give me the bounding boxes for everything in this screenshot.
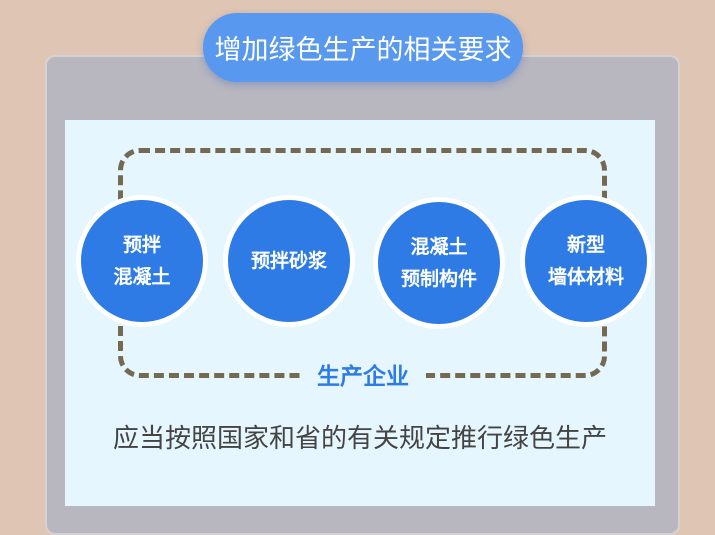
title-banner: 增加绿色生产的相关要求 — [203, 13, 523, 82]
item-line1: 预拌砂浆 — [250, 250, 327, 272]
item-circle-precast-concrete: 混凝土 预制构件 — [373, 197, 505, 329]
description: 应当按照国家和省的有关规定推行绿色生产 — [112, 424, 607, 454]
item-line1: 混凝土 — [410, 236, 468, 258]
item-circle-wall-materials: 新型 墙体材料 — [520, 195, 652, 327]
item-circle-ready-mix-concrete: 预拌 混凝土 — [76, 195, 208, 327]
group-label: 生产企业 — [300, 360, 426, 394]
item-line2: 墙体材料 — [547, 266, 624, 288]
item-line1: 新型 — [566, 234, 605, 256]
item-line2: 预制构件 — [400, 268, 477, 290]
item-line2: 混凝土 — [113, 266, 171, 288]
item-line1: 预拌 — [122, 234, 161, 256]
item-circle-ready-mix-mortar: 预拌砂浆 — [223, 195, 355, 327]
